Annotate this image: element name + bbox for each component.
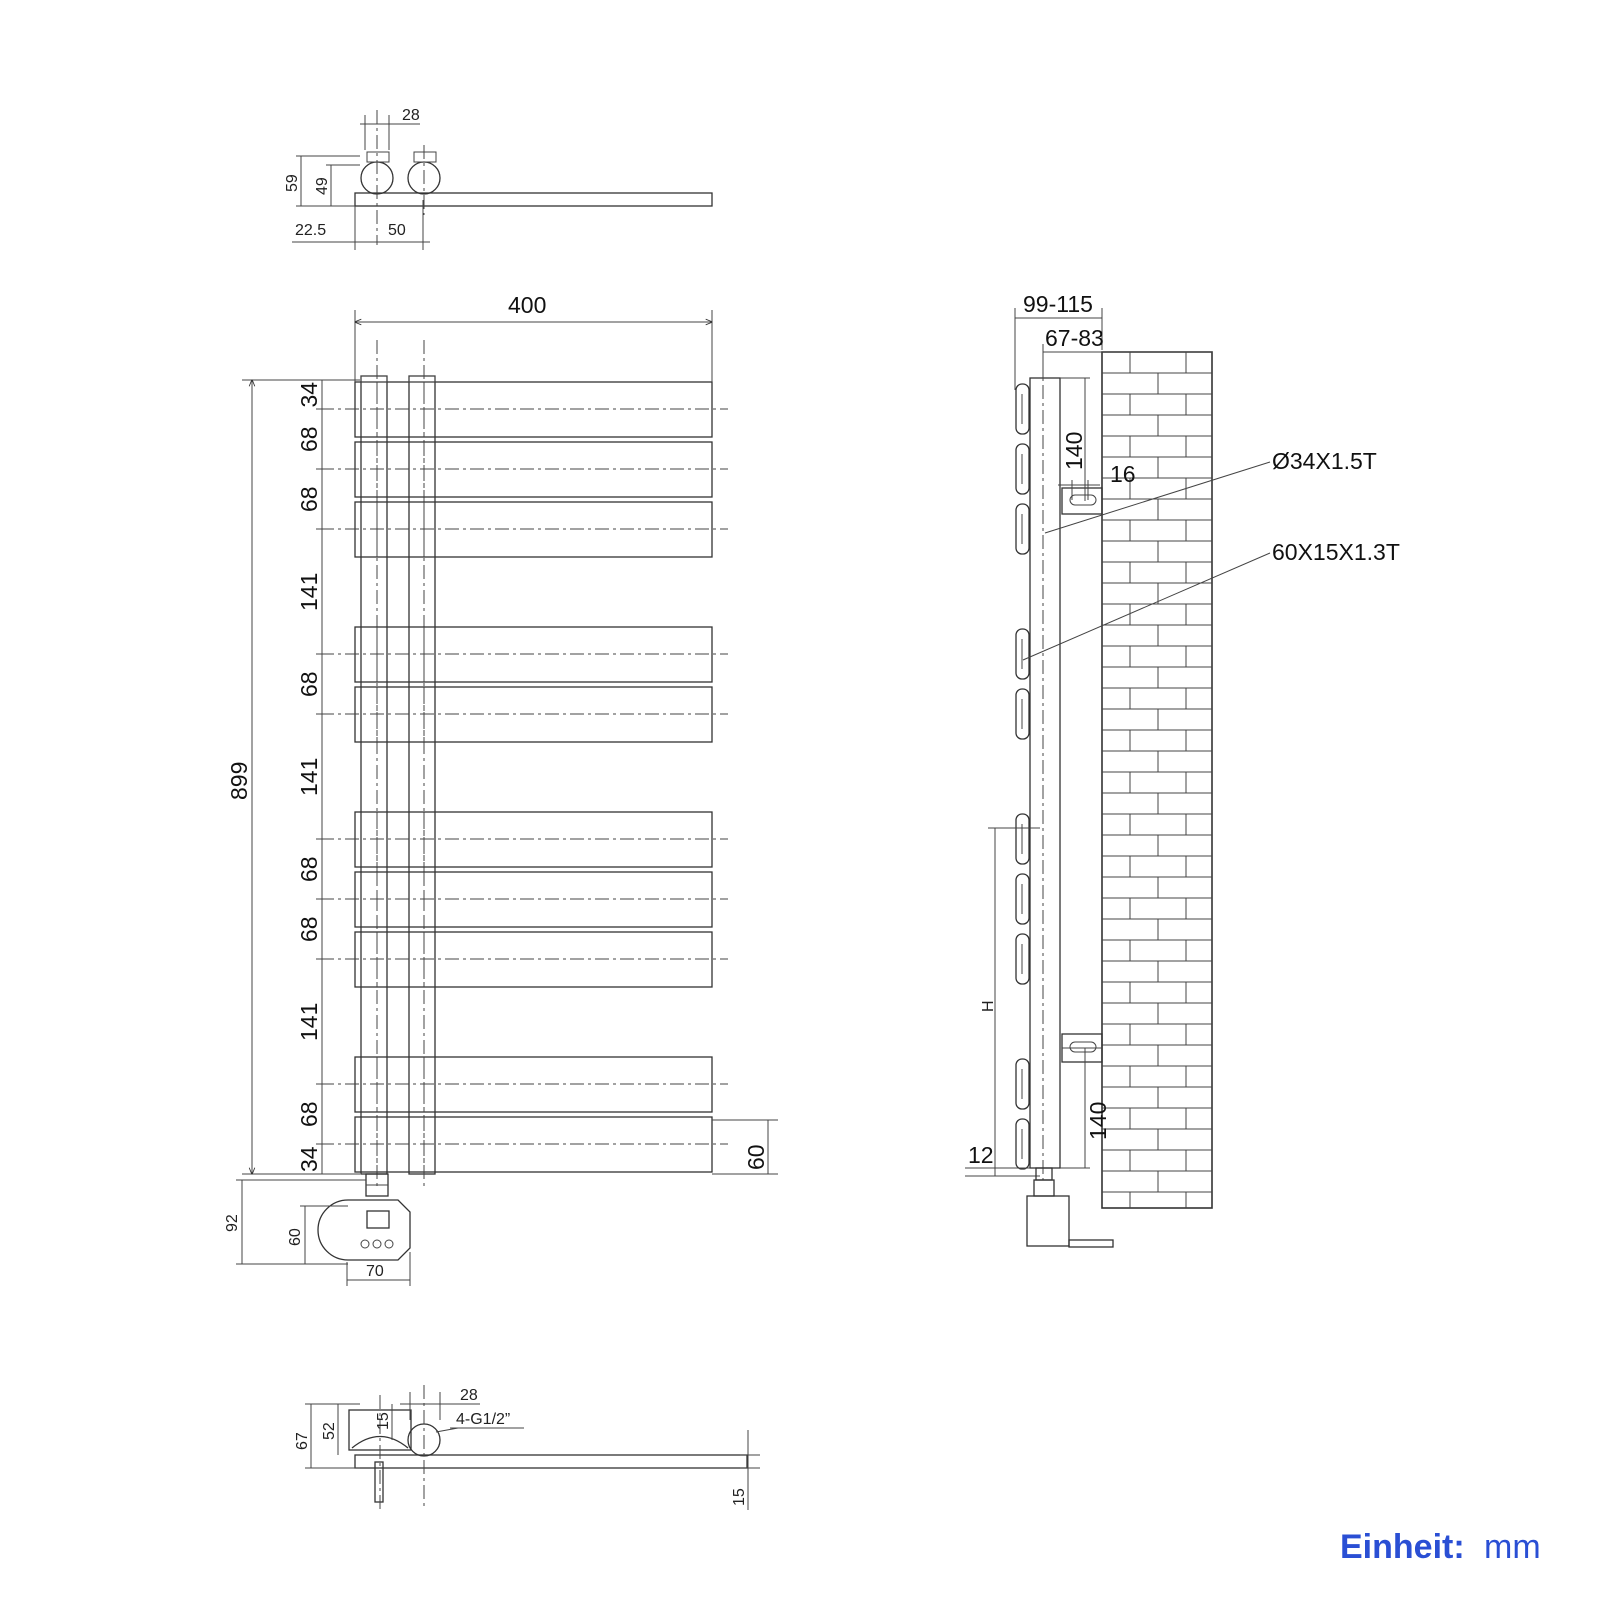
top-dim-49: 49 — [314, 177, 331, 195]
front-spacing-label-8: 68 — [296, 916, 322, 942]
side-bar-spec-label: 60X15X1.3T — [1272, 539, 1400, 565]
side-bar-profile-4 — [1015, 628, 1030, 680]
side-bar-profile-5 — [1015, 688, 1030, 740]
controller-button-plus — [384, 1239, 394, 1249]
side-bar-profile-6 — [1015, 813, 1030, 865]
front-spacing-label-5: 68 — [296, 671, 322, 697]
side-bottom-offset-label: 12 — [968, 1142, 994, 1168]
top-view: 28 59 49 22.5 50 — [284, 107, 713, 250]
wall — [1101, 351, 1213, 1209]
bracket-top-screw — [1069, 494, 1097, 506]
unit-note-unit: mm — [1484, 1528, 1541, 1566]
wall-bricks — [1102, 351, 1212, 1208]
front-spacing-labels: 34 68 68 141 68 141 68 68 141 68 34 — [296, 379, 328, 1175]
front-spacing-label-1: 34 — [296, 382, 322, 408]
side-bar-profile-1 — [1015, 383, 1030, 435]
side-height-symbol: H — [980, 1000, 997, 1012]
front-spacing-label-6: 141 — [296, 758, 322, 796]
front-spacing-label-3: 68 — [296, 486, 322, 512]
side-controller-body — [1026, 1195, 1070, 1247]
side-bar-profile-8 — [1015, 933, 1030, 985]
bottom-connection-label: 4-G1/2” — [456, 1411, 510, 1428]
bottom-view-bar — [354, 1454, 748, 1469]
front-spacing-label-9: 141 — [296, 1003, 322, 1041]
bottom-dim-28: 28 — [460, 1387, 478, 1404]
side-bar-profile-2 — [1015, 443, 1030, 495]
bracket-top — [1061, 487, 1103, 515]
front-collector-left — [360, 375, 388, 1175]
top-view-valve-left — [366, 151, 390, 163]
side-bracket-bottom-label: 140 — [1085, 1102, 1111, 1140]
top-view-bar — [354, 192, 713, 207]
bottom-dim-15-b: 15 — [731, 1488, 748, 1506]
front-bars — [320, 375, 728, 1173]
front-height-label: 899 — [226, 762, 252, 800]
side-bracket-gap-label: 16 — [1110, 461, 1136, 487]
controller-display — [366, 1210, 390, 1229]
side-bar-profile-10 — [1015, 1118, 1030, 1170]
bottom-element-rod — [374, 1461, 384, 1503]
side-bar-profile-7 — [1015, 873, 1030, 925]
side-bar-profiles — [1015, 383, 1030, 1170]
top-dim-22-5: 22.5 — [295, 222, 326, 239]
controller-body — [317, 1199, 411, 1261]
side-view: 99-115 67-83 140 16 Ø34X1.5T 60X15X1.3T … — [965, 291, 1400, 1248]
side-bracket-top-label: 140 — [1061, 432, 1087, 470]
controller-width-label: 70 — [366, 1263, 384, 1280]
controller-height-label: 60 — [287, 1228, 304, 1246]
controller-offset-label: 92 — [224, 1214, 241, 1232]
side-element-neck — [1035, 1167, 1053, 1181]
bottom-dim-15-a: 15 — [375, 1412, 392, 1430]
front-spacing-label-11: 34 — [296, 1146, 322, 1172]
front-bar-height-label: 60 — [743, 1144, 769, 1170]
controller-button-mode — [372, 1239, 382, 1249]
top-view-valve-right — [413, 151, 437, 163]
bottom-dim-67: 67 — [294, 1432, 311, 1450]
front-spacing-label-7: 68 — [296, 856, 322, 882]
top-dim-28: 28 — [402, 107, 420, 124]
top-dim-59: 59 — [284, 174, 301, 192]
bottom-view: 28 4-G1/2” 67 52 15 15 — [294, 1385, 760, 1510]
front-spacing-label-2: 68 — [296, 426, 322, 452]
front-spacing-label-4: 141 — [296, 573, 322, 611]
controller-button-minus — [360, 1239, 370, 1249]
front-spacing-label-10: 68 — [296, 1101, 322, 1127]
side-bar-profile-9 — [1015, 1058, 1030, 1110]
side-element-nut — [1033, 1179, 1055, 1197]
bottom-dim-52: 52 — [321, 1422, 338, 1440]
side-depth-overall-label: 99-115 — [1023, 291, 1093, 317]
side-bar-profile-3 — [1015, 503, 1030, 555]
side-tube-spec-label: Ø34X1.5T — [1272, 448, 1377, 474]
side-depth-inner-label: 67-83 — [1045, 325, 1104, 351]
bracket-bottom-screw — [1069, 1041, 1097, 1053]
unit-note-label: Einheit: — [1340, 1528, 1465, 1566]
unit-note: Einheit: mm — [1340, 1528, 1541, 1566]
side-controller-plug — [1068, 1239, 1114, 1248]
side-collector-tube — [1029, 377, 1061, 1169]
front-collector-right — [408, 375, 436, 1175]
top-dim-50: 50 — [388, 222, 406, 239]
front-width-label: 400 — [508, 292, 546, 318]
